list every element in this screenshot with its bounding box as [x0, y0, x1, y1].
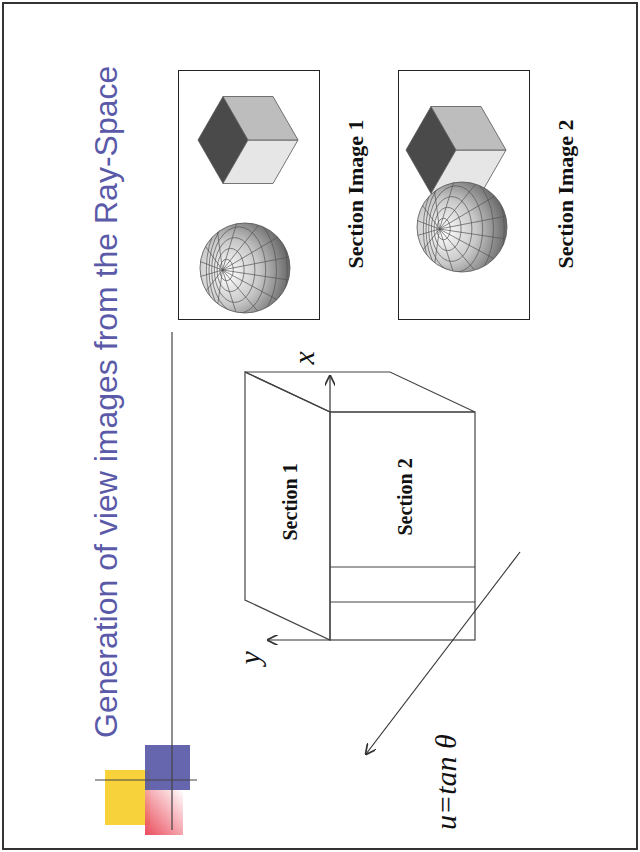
- section-image-frame: Section Image 1: [178, 70, 320, 320]
- cube-face: [223, 97, 298, 141]
- cube-face: [223, 140, 298, 184]
- section-image-caption: Section Image 2: [553, 119, 579, 268]
- axis-label: y: [233, 651, 267, 664]
- section-label: Section 2: [394, 458, 417, 535]
- section-image-2-picture: [392, 107, 532, 300]
- section-image-1-picture: [175, 97, 315, 341]
- section-image-frame: Section Image 2: [398, 70, 530, 320]
- section-label: Section 1: [279, 463, 302, 540]
- section-image-caption: Section Image 1: [343, 119, 369, 268]
- axis-label: u=tan θ: [429, 734, 463, 830]
- sphere-grid: [392, 155, 532, 299]
- slide-title: Generation of view images from the Ray-S…: [88, 66, 125, 738]
- sphere-grid: [175, 196, 315, 340]
- slide-frame: [3, 3, 637, 849]
- section-pictures: [175, 97, 532, 341]
- axis-label: x: [287, 351, 321, 364]
- cube-face: [431, 107, 506, 151]
- ray-space-box: [245, 372, 520, 754]
